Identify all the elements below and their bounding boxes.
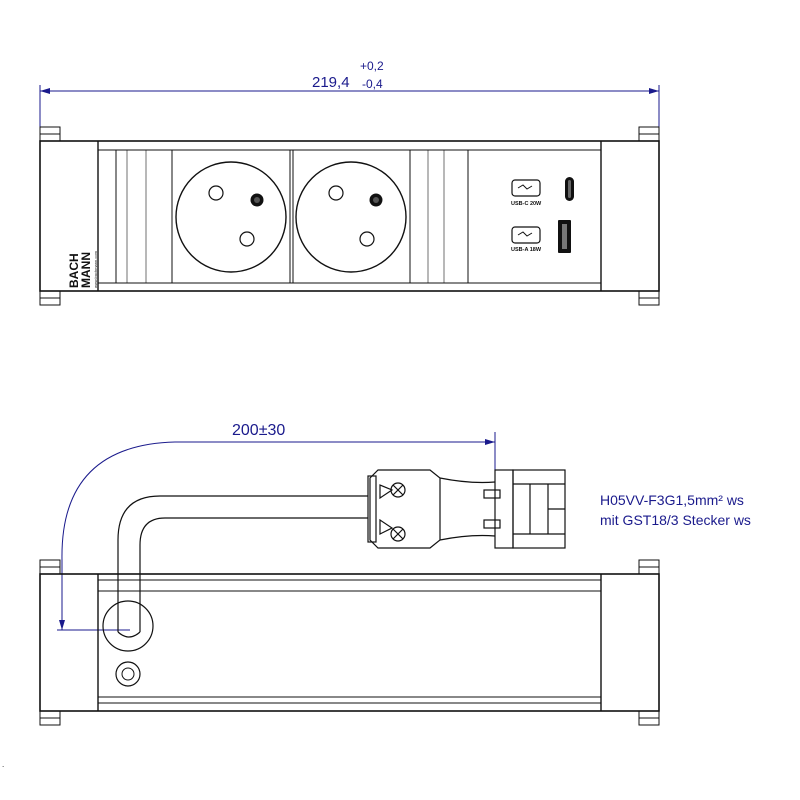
cable-spec: H05VV-F3G1,5mm² ws mit GST18/3 Stecker w… xyxy=(600,492,751,528)
side-view: 200±30 H05VV-F3G1,5mm² ws mit GST18/3 St… xyxy=(39,422,751,726)
brand-url: www.bachmann.com xyxy=(93,250,98,288)
brand-logo: BACH MANN www.bachmann.com xyxy=(67,250,98,288)
housing-side xyxy=(39,573,660,712)
top-view: 219,4 +0,2 -0,4 xyxy=(39,59,660,306)
power-cable xyxy=(117,495,368,638)
usb-c-label: USB-C 20W xyxy=(511,201,542,207)
mounting-clips-side xyxy=(39,559,660,726)
dimension-main: 219,4 xyxy=(312,74,350,91)
usb-module: USB-C 20W USB-A 18W xyxy=(511,177,574,253)
cable-spec-line-2: mit GST18/3 Stecker ws xyxy=(600,512,751,528)
housing-top xyxy=(39,140,660,292)
gst18-connector xyxy=(367,469,566,549)
brand-line-1: BACH xyxy=(67,253,81,288)
socket-1 xyxy=(175,161,287,273)
tolerance-lower: -0,4 xyxy=(362,77,383,91)
tolerance-upper: +0,2 xyxy=(360,59,384,73)
cable-length-dimension: 200±30 xyxy=(57,422,496,631)
cable-length: 200±30 xyxy=(232,422,285,439)
socket-2 xyxy=(295,161,407,273)
svg-text:.: . xyxy=(2,760,4,769)
usb-a-label: USB-A 18W xyxy=(511,247,542,253)
cable-spec-line-1: H05VV-F3G1,5mm² ws xyxy=(600,492,744,508)
brand-line-2: MANN xyxy=(79,252,93,288)
mounting-clips-top xyxy=(39,126,660,306)
overall-width-dimension: 219,4 +0,2 -0,4 xyxy=(39,59,660,140)
